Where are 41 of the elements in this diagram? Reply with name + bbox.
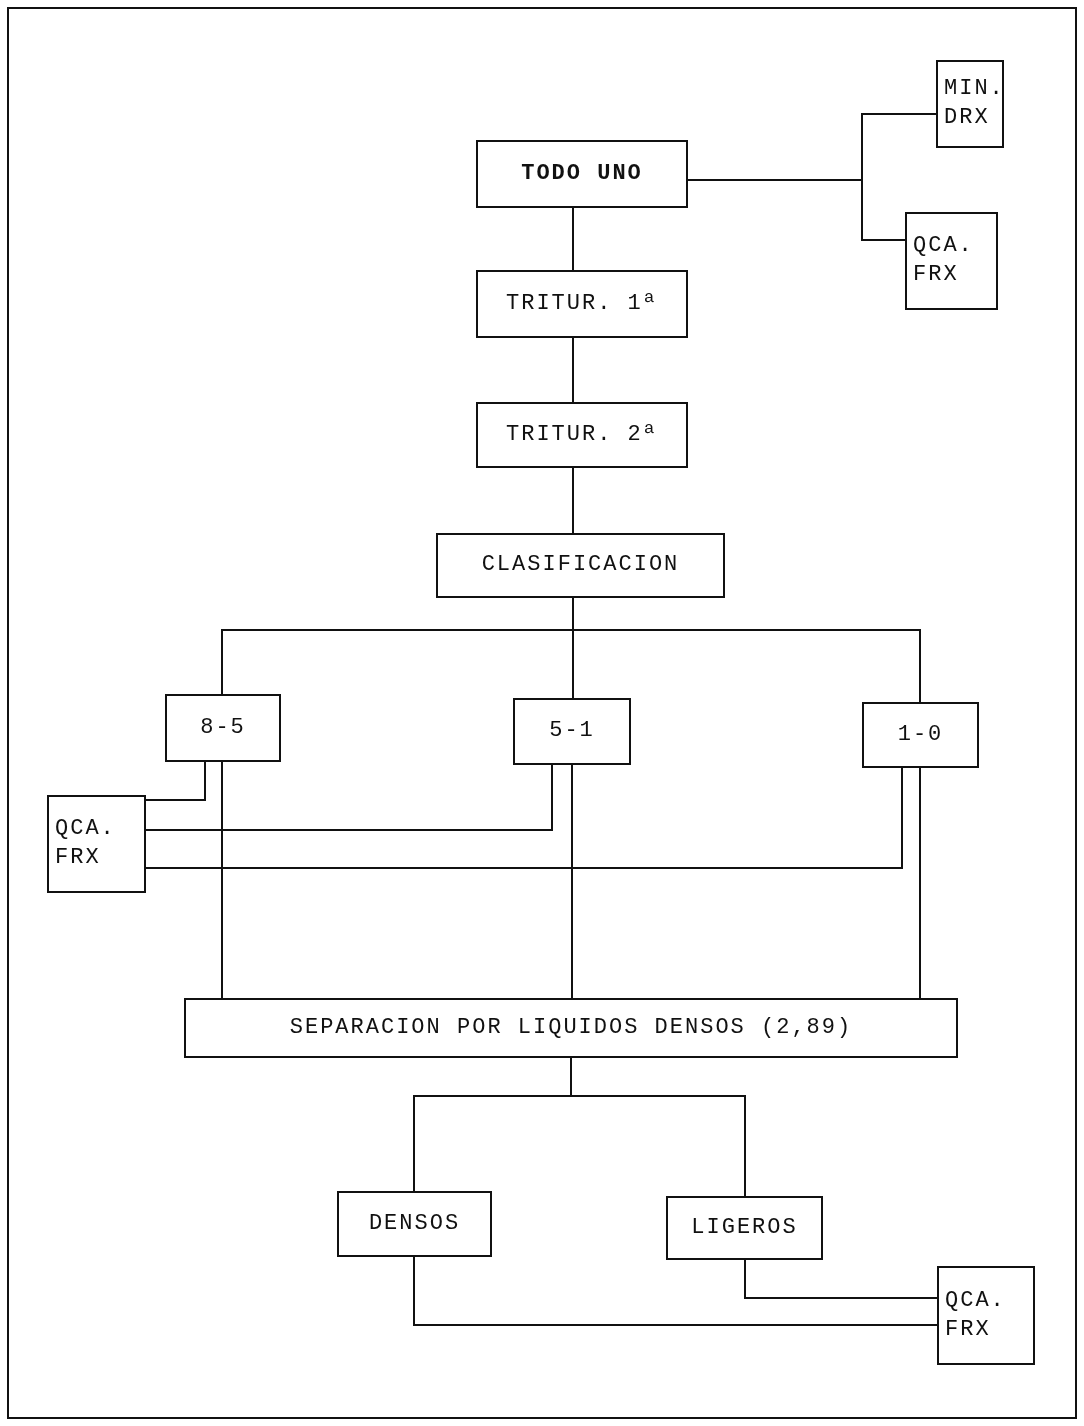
process-box [476, 140, 688, 208]
box-label: 8-5 [200, 713, 246, 742]
process-box [476, 270, 688, 338]
connector-line [572, 337, 574, 403]
process-box [937, 1266, 1035, 1365]
process-box [337, 1191, 492, 1257]
box-label: TODO UNO [521, 159, 643, 188]
connector-line [919, 767, 921, 999]
connector-line [570, 1057, 746, 1197]
connector-line [571, 764, 573, 999]
connector-line [413, 1256, 938, 1326]
process-box [905, 212, 998, 310]
process-box [47, 795, 146, 893]
process-box [936, 60, 1004, 148]
box-label: QCA. FRX [55, 815, 117, 872]
process-box [184, 998, 958, 1058]
process-box [666, 1196, 823, 1260]
box-label: TRITUR. 1ª [506, 289, 658, 318]
process-box [165, 694, 281, 762]
box-label: MIN. DRX [944, 75, 1005, 132]
connector-line [145, 767, 903, 869]
box-label: 1-0 [897, 720, 944, 749]
connector-line [572, 207, 574, 271]
box-label: QCA. FRX [913, 232, 975, 289]
process-box [862, 702, 979, 768]
process-box [436, 533, 725, 598]
process-box [476, 402, 688, 468]
box-label: QCA. FRX [945, 1286, 1007, 1344]
box-label: 5-1 [549, 717, 595, 746]
connector-line [744, 1259, 938, 1299]
connector-line [687, 179, 906, 241]
connector-line [145, 761, 206, 801]
connector-line [145, 764, 553, 831]
connector-line [221, 761, 223, 999]
box-label: DENSOS [368, 1209, 461, 1238]
box-label: CLASIFICACION [481, 551, 680, 580]
connector-line [572, 467, 574, 534]
box-label: TRITUR. 2ª [506, 420, 658, 449]
box-label: LIGEROS [691, 1213, 798, 1242]
box-label: SEPARACION POR LIQUIDOS DENSOS (2,89) [289, 1013, 853, 1042]
process-box [513, 698, 631, 765]
